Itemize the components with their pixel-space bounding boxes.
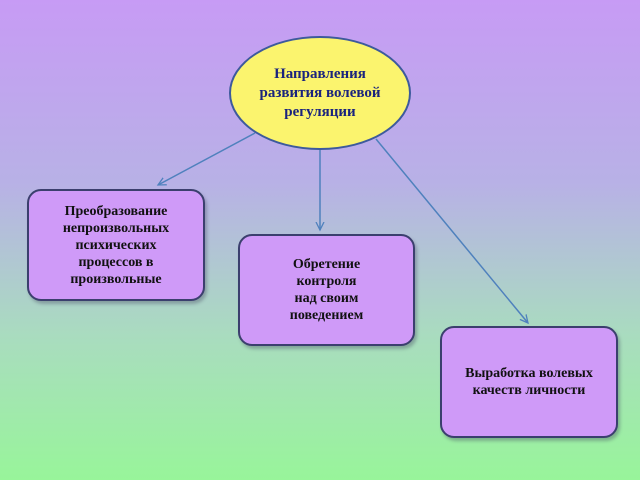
child-node-conversion: Преобразование непроизвольных психически… <box>27 189 205 301</box>
child-node-volitional-qualities: Выработка волевых качеств личности <box>440 326 618 438</box>
connector-arrow-right <box>375 138 528 323</box>
root-node-label: Направления развития волевой регуляции <box>259 65 381 120</box>
connector-arrow-left <box>158 132 256 185</box>
child-node-self-control: Обретение контроля над своим поведением <box>238 234 415 346</box>
child-node-self-control-label: Обретение контроля над своим поведением <box>289 257 364 323</box>
child-node-conversion-label: Преобразование непроизвольных психически… <box>62 203 170 287</box>
root-node: Направления развития волевой регуляции <box>229 36 411 150</box>
child-node-volitional-qualities-label: Выработка волевых качеств личности <box>465 366 593 398</box>
